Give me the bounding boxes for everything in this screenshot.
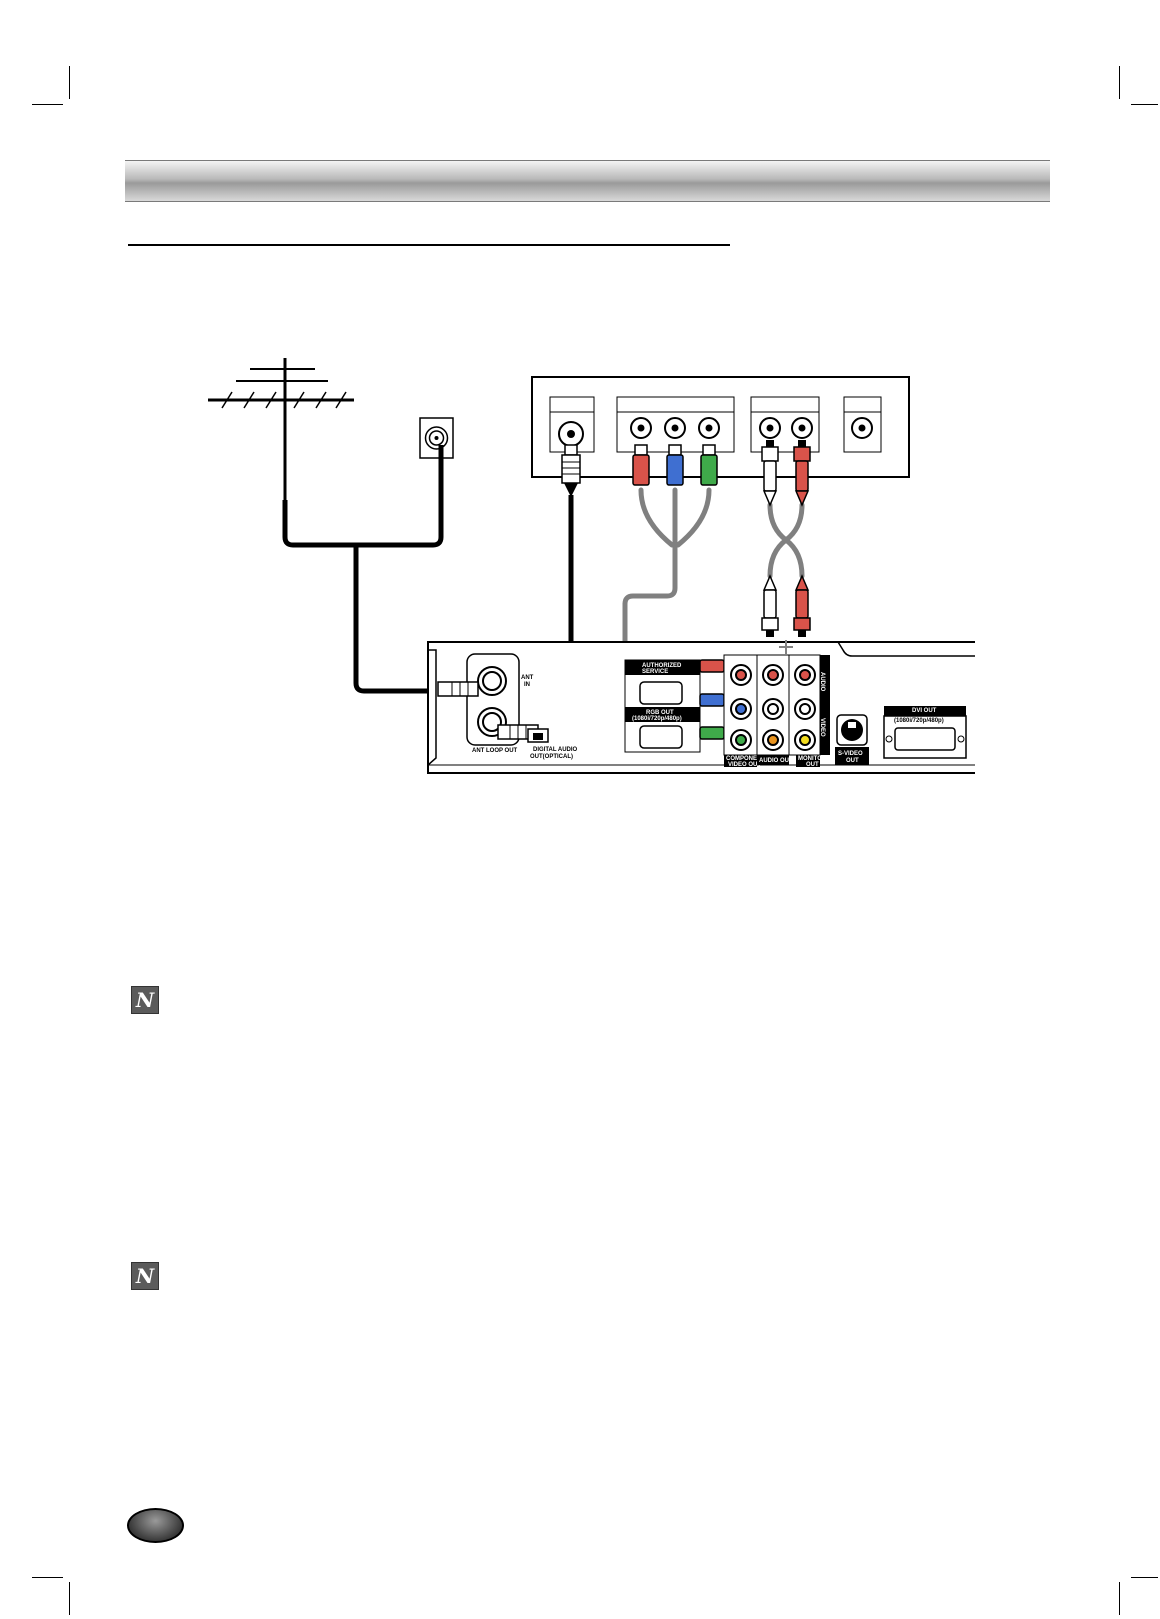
crop-mark — [1131, 104, 1158, 105]
audio-out-label: AUDIO OUT — [759, 758, 793, 764]
authorized-service-label: AUTHORIZED — [642, 663, 682, 669]
ant-in-label-2: IN — [524, 682, 530, 688]
wall-jack-icon — [419, 417, 454, 459]
monitor-out-label: MONITOR — [798, 756, 827, 762]
audio-plugs-top — [761, 440, 811, 507]
crop-mark — [69, 1582, 70, 1615]
plus-mark — [779, 640, 793, 654]
note-icon: N — [131, 1262, 159, 1290]
video-vertical-label: VIDEO — [819, 718, 825, 737]
crop-mark — [69, 66, 70, 99]
ant-loop-out-label: ANT LOOP OUT — [472, 748, 518, 754]
page-number-tab — [127, 1508, 184, 1543]
crop-mark — [1119, 1582, 1120, 1615]
tv-rear-panel — [531, 376, 910, 478]
dvi-out-label-2: (1080i/720p/480p) — [894, 718, 944, 724]
authorized-service-label-2: SERVICE — [642, 669, 668, 675]
crop-mark — [1119, 66, 1120, 99]
dvi-out-label: DVI OUT — [912, 708, 937, 714]
monitor-out-label-2: OUT — [806, 762, 819, 768]
ant-in-label: ANT — [521, 675, 534, 681]
connection-diagram: ANT IN ANT LOOP OUT DIGITAL AUDIO OUT(OP… — [208, 358, 975, 774]
rgb-out-label-2: (1080i/720p/480p) — [632, 716, 682, 722]
receiver-rear-panel: ANT IN ANT LOOP OUT DIGITAL AUDIO OUT(OP… — [427, 641, 975, 774]
audio-plugs-bottom — [761, 574, 811, 637]
antenna-cable — [282, 445, 444, 694]
component-plugs — [632, 444, 718, 486]
heading-underline — [128, 244, 730, 246]
digital-audio-out-label-2: OUT(OPTICAL) — [530, 754, 573, 760]
audio-cable — [767, 502, 805, 579]
component-video-out-label: COMPONENT — [726, 756, 765, 762]
svg-text:IN: IN — [524, 682, 530, 688]
s-video-out-label-2: OUT — [846, 758, 859, 764]
audio-vertical-label: AUDIO — [819, 672, 825, 692]
crop-mark — [32, 104, 63, 105]
svg-text:ANT: ANT — [521, 675, 534, 681]
section-header-bar — [125, 160, 1050, 202]
crop-mark — [32, 1577, 63, 1578]
crop-mark — [1131, 1577, 1158, 1578]
s-video-out-label: S-VIDEO — [838, 751, 863, 757]
component-video-out-label-2: VIDEO OUT — [728, 762, 761, 768]
antenna-icon — [208, 358, 354, 530]
rgb-out-label: RGB OUT — [646, 710, 674, 716]
note-icon: N — [131, 986, 159, 1014]
digital-audio-out-label: DIGITAL AUDIO — [533, 747, 578, 753]
